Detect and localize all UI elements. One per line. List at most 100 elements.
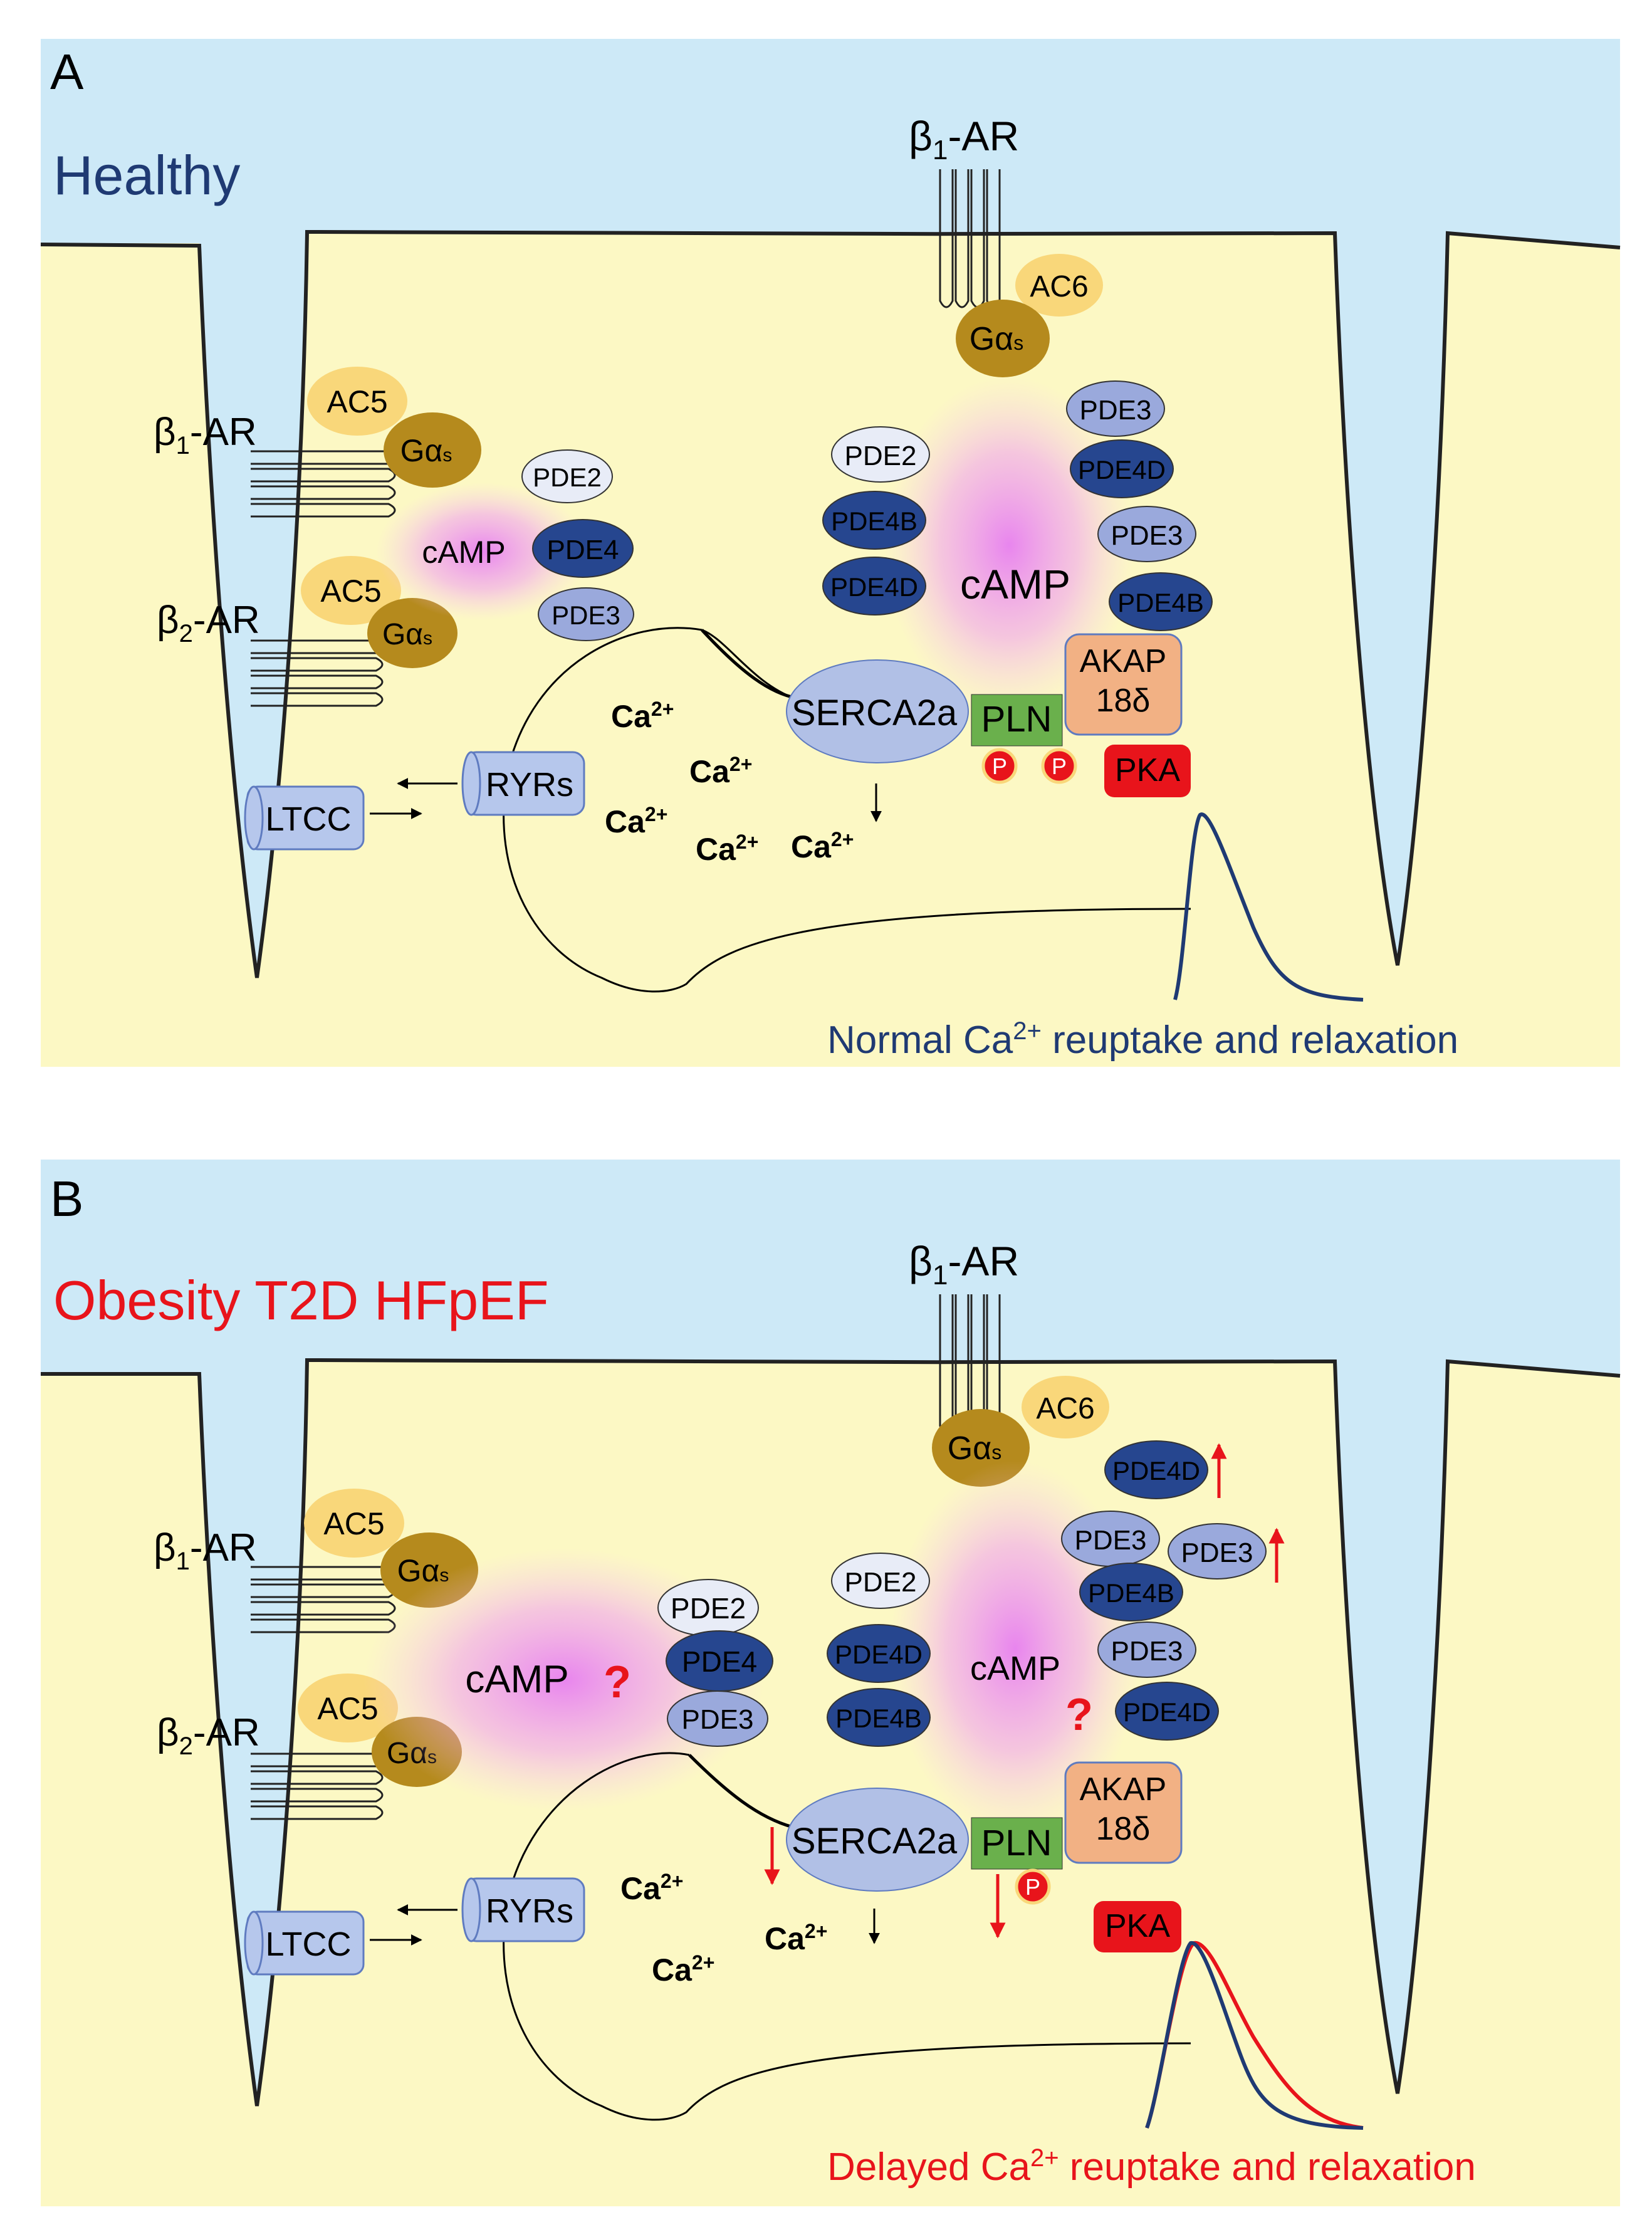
caption-disease: Delayed Ca2+ reuptake and relaxation: [827, 2144, 1476, 2189]
ac5-1-label: AC5: [327, 384, 387, 419]
pde4b-center: [827, 1688, 931, 1747]
serca2a: [786, 1788, 969, 1892]
pde3-right-2: [1097, 506, 1196, 562]
ac5-2: [301, 556, 401, 625]
pde4b-center-label: PDE4B: [831, 506, 917, 536]
gas-left-2-label: Gαs: [382, 618, 432, 651]
camp-center-label: cAMP: [970, 1650, 1060, 1687]
ca-transient-healthy: [1145, 1941, 1364, 2130]
pde2-center: [831, 1553, 930, 1609]
pde2-center-label: PDE2: [845, 1567, 917, 1598]
gas-top-label: Gαs: [948, 1430, 1002, 1467]
camp-left-label: cAMP: [465, 1658, 568, 1701]
pde2-left-label: PDE2: [533, 463, 602, 492]
serca2a-label: SERCA2a: [792, 1821, 958, 1862]
ca-ion-3: Ca2+: [652, 1951, 714, 1988]
pde4b-right-1-label: PDE4B: [1088, 1578, 1174, 1608]
ac5-1: [307, 367, 407, 436]
pde4b-right-1: [1079, 1563, 1183, 1621]
ryrs-end: [461, 751, 481, 816]
question-left: ?: [604, 1657, 631, 1707]
pde4b-right-1: [1109, 572, 1213, 631]
pde2-left-label: PDE2: [671, 1592, 746, 1625]
beta1-ar-top-label: β1-AR: [909, 1238, 1019, 1291]
pde4b-center: [822, 491, 926, 550]
pde4d-center: [827, 1624, 931, 1683]
sarcolemma: [41, 1358, 1621, 2107]
gas-left-1-label: Gαs: [400, 433, 452, 468]
pde4b-center-label: PDE4B: [835, 1704, 922, 1733]
beta1-ar-top-label: β1-AR: [909, 113, 1019, 165]
ryrs-label: RYRs: [486, 1892, 573, 1930]
phospho-1-label: P: [1025, 1874, 1040, 1900]
ca-ion-5: Ca2+: [791, 828, 854, 864]
ltcc-end: [244, 1910, 264, 1976]
ac6: [1022, 1376, 1109, 1438]
pde4d-right-1: [1070, 439, 1174, 498]
pln: [971, 694, 1063, 747]
phospho-1: [1015, 1868, 1051, 1905]
pde3-right-2-label: PDE3: [1111, 520, 1183, 551]
sarcolemma: [40, 229, 1621, 978]
pde4d-right-1-label: PDE4D: [1078, 455, 1166, 485]
pde4b-right-1-label: PDE4B: [1117, 588, 1204, 617]
camp-glow-left: [376, 483, 589, 621]
pde3-left-label: PDE3: [682, 1704, 754, 1735]
ac5-2-label: AC5: [320, 574, 381, 609]
panel-disease: B Obesity T2D HFpEF β1-AR AC6 Gαs β1-AR …: [41, 1160, 1621, 2206]
pde2-left: [521, 449, 613, 503]
pde3-right-3-label: PDE3: [1111, 1636, 1183, 1667]
question-center: ?: [1065, 1690, 1093, 1740]
ltcc-end: [244, 785, 264, 851]
beta2-ar-left-label: β2-AR: [157, 1711, 260, 1760]
caption-healthy: Normal Ca2+ reuptake and relaxation: [827, 1017, 1458, 1062]
phospho-1: [981, 748, 1018, 784]
pka: [1104, 745, 1191, 797]
beta1-ar-left-label: β1-AR: [154, 411, 257, 459]
camp-left-label: cAMP: [422, 535, 505, 570]
pde4-left-label: PDE4: [547, 535, 619, 565]
serca2a-label: SERCA2a: [792, 693, 958, 733]
pln-label: PLN: [981, 699, 1052, 740]
pde4d-center: [822, 557, 926, 616]
gas-top-label: Gαs: [970, 321, 1024, 357]
panel-healthy: A Healthy β1-AR AC6 Gαs β1-AR AC5 Gαs β2…: [40, 39, 1621, 1067]
ca-transient-healthy: [1173, 812, 1364, 1002]
beta2-ar-left-label: β2-AR: [157, 599, 260, 647]
pde3-left: [538, 587, 634, 641]
pde4d-center-label: PDE4D: [830, 572, 918, 602]
pde3-left-label: PDE3: [552, 600, 620, 630]
pka-label: PKA: [1115, 752, 1180, 788]
serca2a: [786, 659, 969, 763]
gas-top: [956, 300, 1050, 377]
akap-label: AKAP: [1080, 1771, 1167, 1808]
akap-isoform-label: 18δ: [1096, 683, 1151, 719]
akap18d: [1064, 633, 1183, 736]
sarcoplasmic-reticulum: [503, 1752, 1191, 2121]
akap18d: [1064, 1761, 1183, 1864]
sr-lumen-link: [688, 1754, 793, 1829]
akap-label: AKAP: [1080, 643, 1167, 679]
ca-ion-1: Ca2+: [620, 1870, 683, 1906]
phospho-2: [1041, 748, 1077, 784]
panel-letter: A: [50, 44, 84, 100]
panel-letter: B: [50, 1171, 83, 1227]
pln: [971, 1817, 1063, 1870]
pde3-right-1: [1066, 380, 1165, 437]
pde3-right-1-label: PDE3: [1075, 1525, 1147, 1556]
ac5-1-label: AC5: [323, 1506, 384, 1541]
pde3-right-2: [1168, 1523, 1267, 1580]
pde4d-right-2: [1115, 1682, 1219, 1741]
akap-isoform-label: 18δ: [1096, 1811, 1151, 1847]
pde4-left-label: PDE4: [682, 1645, 757, 1678]
pka: [1094, 1901, 1181, 1952]
condition-label: Obesity T2D HFpEF: [53, 1269, 549, 1331]
pde4d-right-1-label: PDE4D: [1112, 1456, 1200, 1485]
pde2-center-label: PDE2: [845, 441, 917, 471]
pln-label: PLN: [981, 1823, 1052, 1863]
ltcc-label: LTCC: [265, 800, 351, 838]
ac6: [1015, 254, 1103, 317]
camp-center-label: cAMP: [960, 561, 1070, 607]
ac6-label: AC6: [1036, 1392, 1094, 1425]
